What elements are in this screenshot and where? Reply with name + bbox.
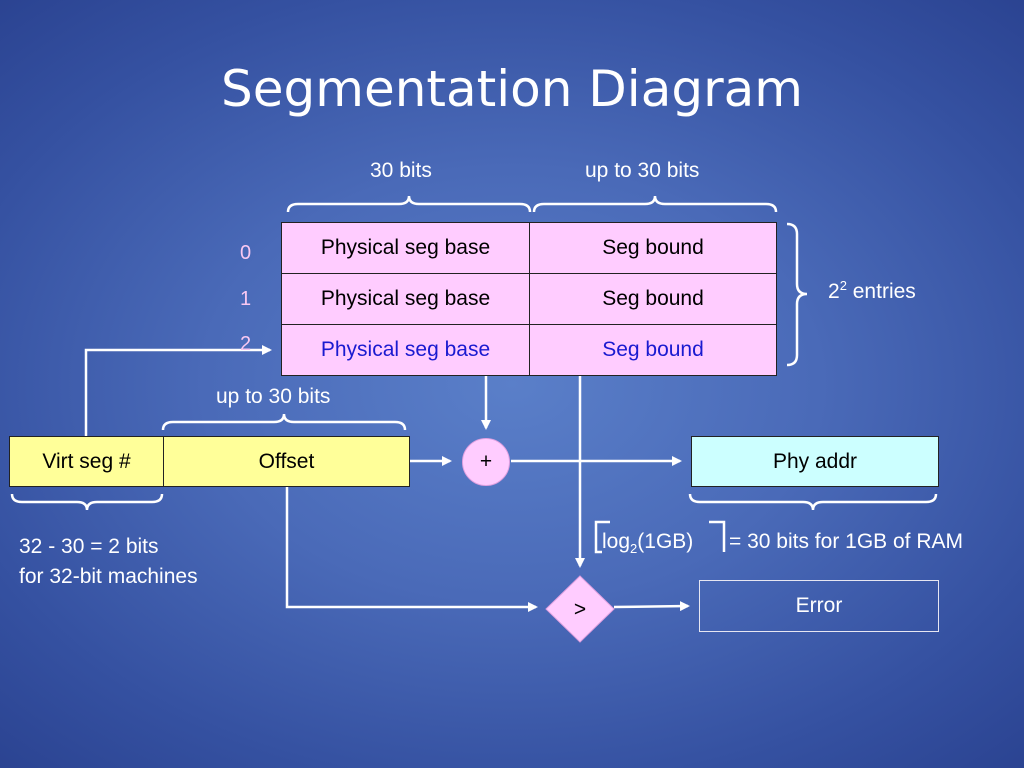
virt-seg-note-line1: 32 - 30 = 2 bits (19, 535, 159, 558)
offset-box: Offset (163, 436, 410, 487)
log-subscript: 2 (630, 541, 638, 557)
ceil-left-bracket (594, 520, 610, 554)
base-width-brace (286, 195, 532, 213)
log-prefix: log (602, 530, 631, 553)
segment-base-cell: Physical seg base (281, 273, 530, 325)
compare-diamond (545, 575, 615, 643)
phy-addr-box: Phy addr (691, 436, 939, 487)
ceil-right-bracket (709, 520, 726, 552)
offset-to-compare-line (285, 487, 538, 612)
row-index-2: 2 (240, 333, 252, 355)
virt-seg-box: Virt seg # (9, 436, 164, 487)
page-title: Segmentation Diagram (221, 60, 803, 118)
compare-to-error-line (613, 601, 690, 612)
log-argument: (1GB) (637, 530, 694, 553)
entries-label: 22 entries (828, 278, 916, 304)
segment-bound-cell: Seg bound (529, 273, 777, 325)
virt-seg-brace (10, 493, 164, 511)
compare-label: > (573, 598, 587, 621)
virt-seg-note-line2: for 32-bit machines (19, 565, 198, 588)
phy-addr-brace (688, 493, 938, 511)
entries-exponent: 2 (839, 278, 847, 293)
offset-width-brace (161, 413, 407, 431)
bound-width-label: up to 30 bits (585, 159, 700, 182)
row-index-0: 0 (240, 242, 252, 264)
entries-brace (786, 222, 808, 367)
offset-width-label: up to 30 bits (216, 385, 331, 408)
base-width-label: 30 bits (370, 159, 432, 182)
segment-bound-cell-highlighted: Seg bound (529, 324, 777, 376)
row-index-1: 1 (240, 288, 252, 310)
segment-bound-cell: Seg bound (529, 222, 777, 274)
bound-width-brace (532, 195, 778, 213)
segment-base-cell-highlighted: Physical seg base (281, 324, 530, 376)
log-formula: log2(1GB) (602, 530, 693, 556)
entries-suffix: entries (846, 280, 916, 303)
error-box: Error (699, 580, 939, 632)
entries-base: 2 (828, 280, 840, 303)
adder-circle: + (462, 438, 510, 486)
log-result: = 30 bits for 1GB of RAM (729, 530, 964, 553)
segment-base-cell: Physical seg base (281, 222, 530, 274)
seg-index-line (84, 345, 272, 436)
